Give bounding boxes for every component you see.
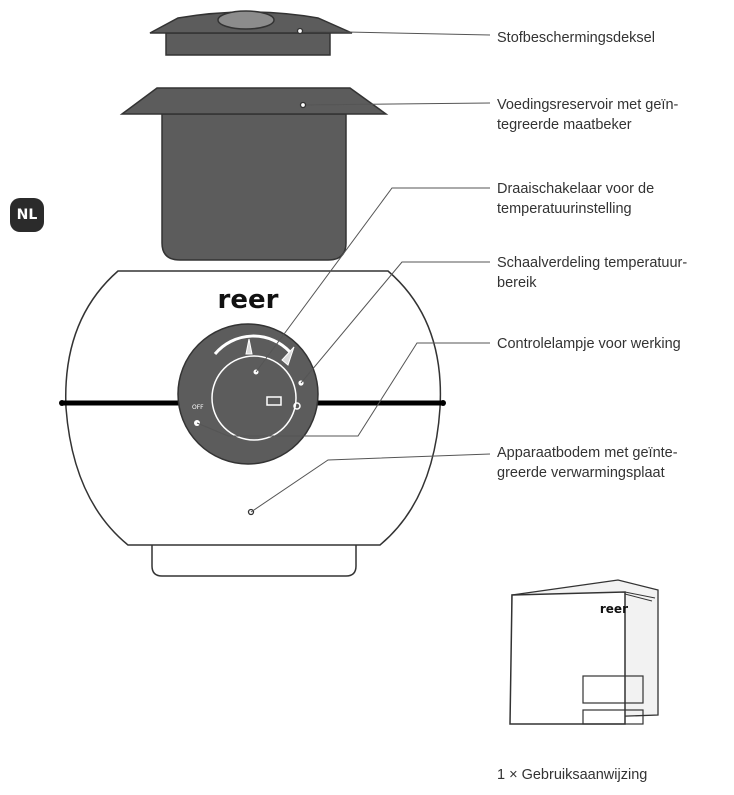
label-knob-line2: temperatuurinstelling: [497, 201, 632, 217]
label-base-line1: Apparaatbodem met geïnte-: [497, 445, 678, 461]
dust-cover-lid: [149, 10, 353, 56]
label-manual: 1 × Gebruiksaanwijzing: [497, 767, 648, 783]
control-panel: OFF: [177, 323, 319, 465]
language-badge-nl: NL: [10, 198, 44, 232]
label-dust-cover: Stofbeschermingsdeksel: [497, 30, 655, 46]
drop-icon-low: [245, 338, 253, 355]
off-label: OFF: [192, 404, 204, 411]
label-reservoir-line1: Voedingsreservoir met geïn-: [497, 97, 679, 113]
label-scale-line1: Schaalverdeling temperatuur-: [497, 255, 688, 271]
bottle-icon: [293, 402, 301, 410]
label-base-line2: greerde verwarmingsplaat: [497, 465, 665, 481]
label-knob-line1: Draaischakelaar voor de: [497, 181, 655, 197]
knob-pointer: [266, 396, 282, 406]
brand-logo: reer: [218, 285, 279, 315]
leader-lines: [196, 30, 491, 513]
drop-icon-high: [281, 346, 295, 366]
food-reservoir: [119, 87, 389, 261]
label-reservoir-line2: tegreerde maatbeker: [497, 117, 632, 133]
label-scale-line2: bereik: [497, 275, 537, 291]
label-indicator: Controlelampje voor werking: [497, 336, 681, 352]
temperature-knob[interactable]: [211, 355, 297, 441]
instruction-manual: reer: [509, 579, 659, 725]
manual-brand-logo: reer: [600, 602, 628, 616]
